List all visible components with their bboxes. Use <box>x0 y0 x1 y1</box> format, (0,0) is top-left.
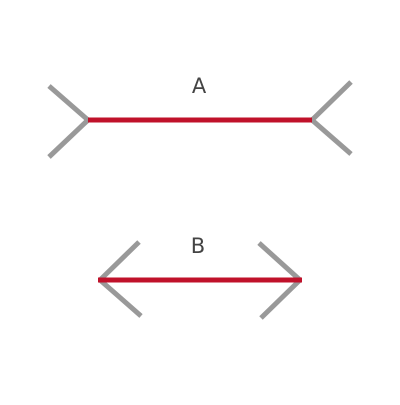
figure-b-label: B <box>190 234 206 258</box>
figure-a-fin-right-upper <box>310 80 353 122</box>
figure-b <box>98 240 302 320</box>
figure-a-fin-left-upper <box>47 84 90 122</box>
figure-b-fin-left-upper <box>98 240 141 282</box>
figure-b-fin-right-upper <box>257 241 302 282</box>
figure-a-fin-right-lower <box>310 118 353 156</box>
figure-a-fin-left-lower <box>47 118 90 159</box>
figure-a <box>47 80 353 159</box>
figure-b-fin-left-lower <box>98 278 143 318</box>
figure-b-fin-right-lower <box>259 278 302 320</box>
figure-a-label: A <box>191 74 207 98</box>
